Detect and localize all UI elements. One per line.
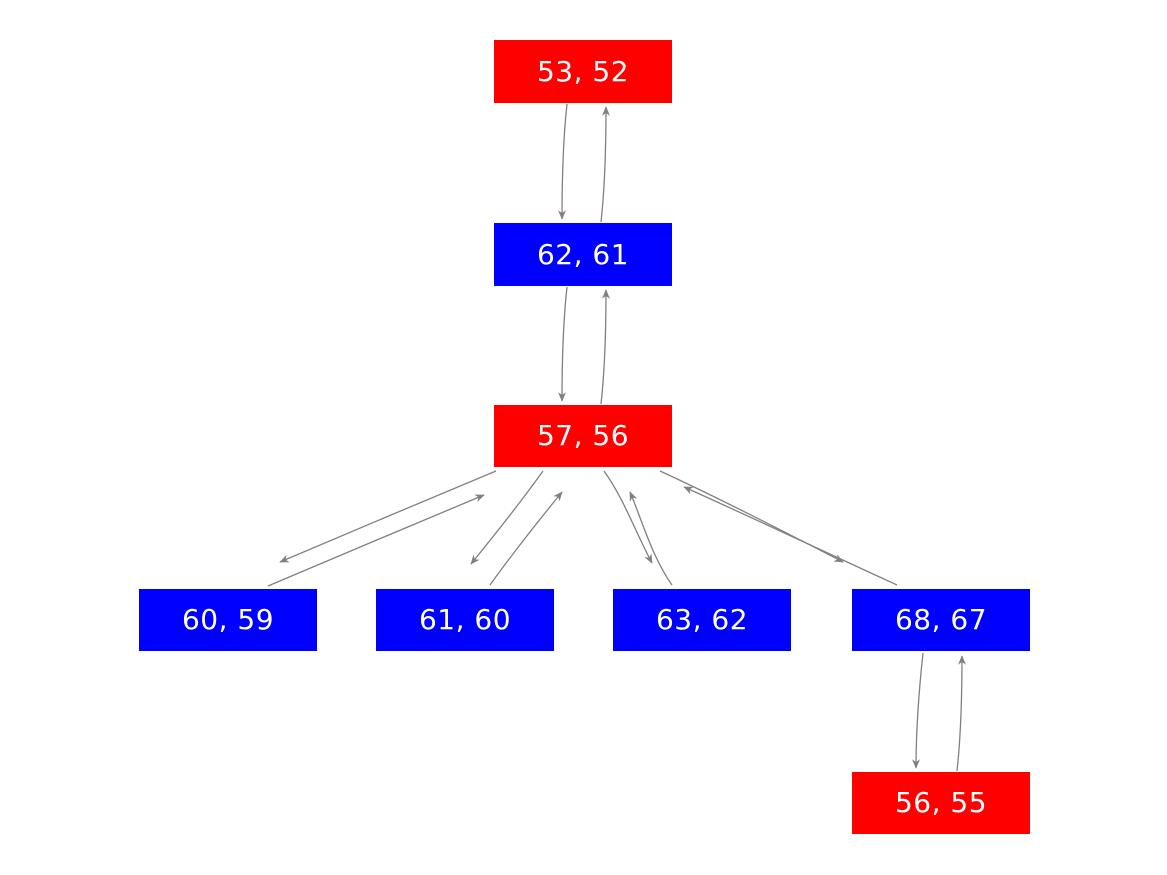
edge-68-67-to-56-55 [912, 652, 924, 769]
graph-node[interactable]: 61, 60 [376, 589, 554, 651]
edge-57-56-to-62-61 [600, 289, 610, 405]
edge-57-56-to-68-67 [659, 470, 844, 563]
edge-57-56-to-63-62 [603, 470, 653, 564]
graph-node[interactable]: 68, 67 [852, 589, 1030, 651]
edge-60-59-to-57-56 [267, 494, 485, 587]
graph-node[interactable]: 63, 62 [613, 589, 791, 651]
edge-57-56-to-61-60 [470, 470, 544, 565]
edge-63-62-to-57-56 [629, 491, 673, 586]
edge-68-67-to-57-56 [683, 486, 898, 586]
edge-56-55-to-68-67 [956, 655, 966, 772]
edge-62-61-to-53-52 [600, 106, 610, 223]
edge-62-61-to-57-56 [558, 286, 568, 402]
edge-53-52-to-62-61 [558, 103, 568, 220]
edge-61-60-to-57-56 [489, 491, 563, 586]
graph-node[interactable]: 57, 56 [494, 405, 672, 467]
graph-node[interactable]: 60, 59 [139, 589, 317, 651]
edge-57-56-to-60-59 [279, 470, 497, 563]
graph-node[interactable]: 56, 55 [852, 772, 1030, 834]
graph-node[interactable]: 62, 61 [494, 223, 672, 286]
graph-node[interactable]: 53, 52 [494, 40, 672, 103]
